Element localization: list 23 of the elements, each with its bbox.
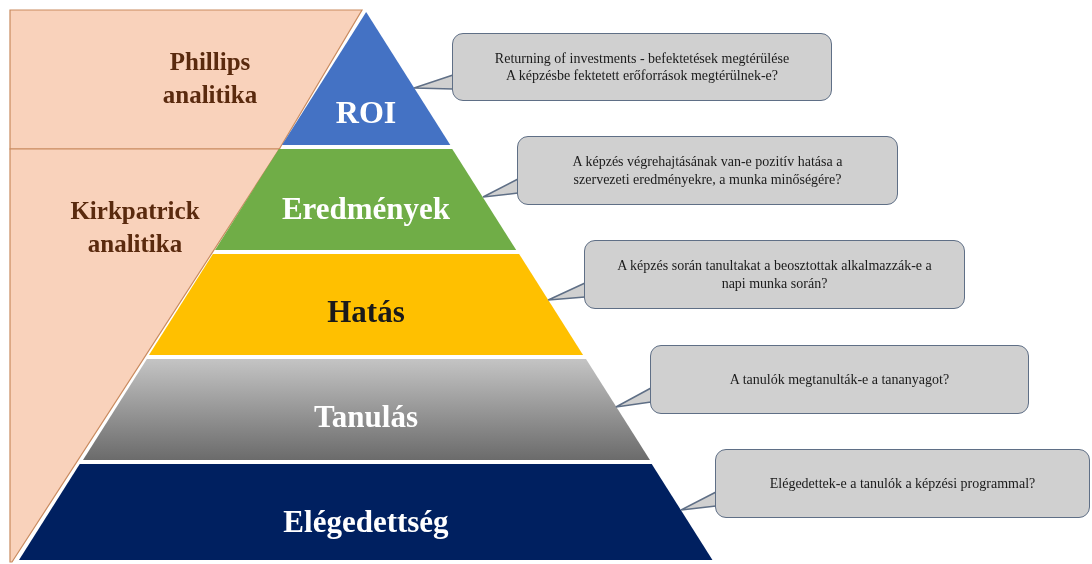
callout-tail: [615, 387, 652, 408]
layer-label: Elégedettség: [283, 504, 449, 539]
layer-label: Eredmények: [281, 191, 451, 226]
speech-bubble: [650, 345, 1029, 414]
question-text: A tanulók megtanulták-e a tananyagot?: [729, 370, 950, 389]
band-label: Kirkpatrick analitika: [70, 197, 200, 257]
question-text: Elégedettek-e a tanulók a képzési programmal?: [769, 474, 1036, 493]
layer-label: Tanulás: [314, 399, 418, 434]
callout-tail: [413, 74, 454, 90]
band-label: Phillips analitika: [162, 48, 258, 108]
callout-tail: [482, 178, 519, 198]
question-text: A képzés során tanultakat a beosztottak alkalmazzák-e a napi munka során?: [616, 257, 933, 292]
question-text: Returning of investments - befektetések megtérülése: [494, 49, 790, 67]
layer-label: ROI: [335, 94, 397, 130]
speech-bubble: [517, 136, 898, 205]
question-text: A képzés végrehajtásának van-e pozitív hatása a szervezeti eredményekre, a munka minőségére?: [571, 153, 844, 188]
speech-bubble: [584, 240, 965, 309]
layer-label: Hatás: [327, 294, 405, 329]
callout-tail: [547, 282, 586, 301]
question-text: A képzésbe fektetett erőforrások megtérülnek-e?: [505, 67, 779, 85]
speech-bubble: [452, 33, 832, 101]
callout-tail: [680, 491, 717, 511]
speech-bubble: [715, 449, 1090, 518]
